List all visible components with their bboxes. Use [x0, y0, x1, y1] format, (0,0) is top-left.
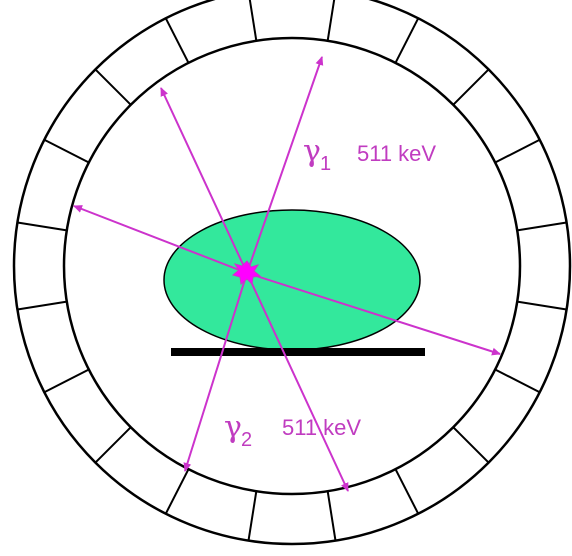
detector-segment-divider	[396, 469, 419, 514]
gamma2-energy: 511 keV	[282, 415, 361, 440]
detector-segment-divider	[44, 370, 89, 393]
detector-segment-divider	[44, 140, 89, 163]
detector-segment-divider	[17, 223, 66, 231]
detector-segment-divider	[328, 491, 336, 540]
gamma1-subscript: 1	[320, 153, 331, 175]
gamma1-label: γ 1 511 keV	[303, 134, 436, 175]
gamma2-symbol: γ	[224, 410, 242, 445]
detector-segment-divider	[95, 69, 130, 104]
detector-segment-divider	[166, 469, 189, 514]
detector-segment-divider	[249, 0, 257, 41]
detector-segment-divider	[166, 18, 189, 63]
gamma2-label: γ 2 511 keV	[224, 410, 361, 451]
patient-body	[164, 210, 420, 350]
detector-segment-divider	[95, 427, 130, 462]
detector-segment-divider	[495, 370, 540, 393]
detector-segment-divider	[517, 302, 566, 310]
patient-bed	[171, 348, 425, 356]
detector-segment-divider	[249, 491, 257, 540]
detector-segment-divider	[17, 302, 66, 310]
gamma1-energy: 511 keV	[357, 141, 436, 166]
gamma2-subscript: 2	[241, 429, 252, 451]
gamma1-symbol: γ	[303, 134, 321, 169]
detector-segment-divider	[517, 223, 566, 231]
detector-segment-divider	[396, 18, 419, 63]
detector-segment-divider	[453, 427, 488, 462]
detector-segment-divider	[453, 69, 488, 104]
detector-segment-divider	[328, 0, 336, 41]
detector-segment-divider	[495, 140, 540, 163]
